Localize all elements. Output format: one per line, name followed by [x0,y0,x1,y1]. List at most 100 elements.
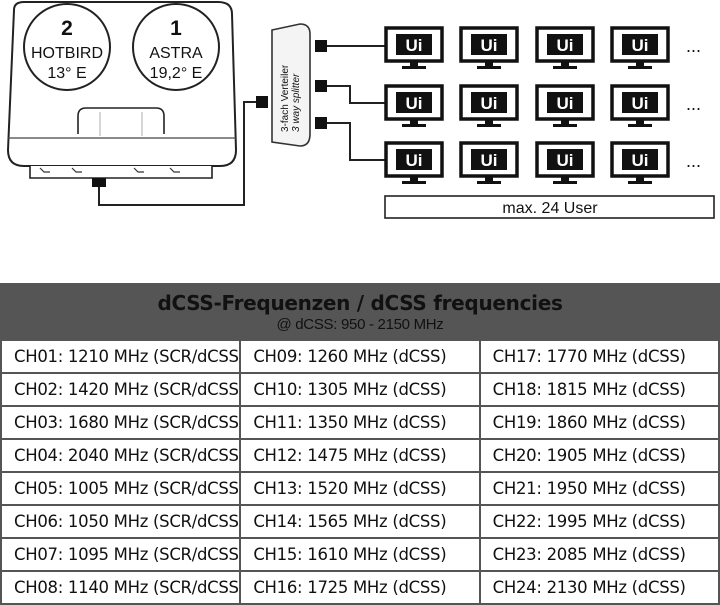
unicable-logo-text: Ui [557,36,574,55]
channel-frequency-cell: CH18: 1815 MHz (dCSS) [478,372,720,407]
channel-frequency-cell: CH19: 1860 MHz (dCSS) [478,405,720,440]
frequency-row: CH08: 1140 MHz (SCR/dCSS)CH16: 1725 MHz … [0,570,720,605]
tv-stand-neck [636,119,644,124]
unicable-logo-background [622,92,658,113]
frequency-table-header: dCSS-Frequenzen / dCSS frequencies @ dCS… [0,283,720,341]
unicable-logo-background [396,149,432,170]
channel-frequency-cell: CH10: 1305 MHz (dCSS) [239,372,481,407]
channel-frequency-cell: CH24: 2130 MHz (dCSS) [478,570,720,605]
tv-stand-base [477,181,501,184]
sat-number-astra: 1 [170,17,182,40]
tv-stand-base [628,66,652,69]
receiver-tv-icon: Ui [535,26,595,69]
unicable-logo-text: Ui [632,151,649,170]
tv-stand-neck [636,176,644,181]
receiver-tv-icon: Ui [459,26,519,69]
channel-frequency-cell: CH08: 1140 MHz (SCR/dCSS) [0,570,242,605]
tv-stand-base [477,124,501,127]
channel-frequency-cell: CH11: 1350 MHz (dCSS) [239,405,481,440]
cable-lnb-splitter [98,101,256,206]
receiver-tv-icon: Ui [610,84,670,127]
channel-frequency-cell: CH21: 1950 MHz (dCSS) [478,471,720,506]
unicable-logo-text: Ui [406,151,423,170]
channel-frequency-cell: CH16: 1725 MHz (dCSS) [239,570,481,605]
unicable-logo-background [547,34,583,55]
receiver-tv-icon: Ui [535,84,595,127]
more-receivers-indicator: ... [686,36,701,56]
splitter-label-de: 3-fach Verteiler [280,64,291,132]
unicable-logo-background [622,34,658,55]
receiver-tv-icon: Ui [459,84,519,127]
unicable-logo-background [471,149,507,170]
receiver-tv-icon: Ui [610,26,670,69]
table-subtitle: @ dCSS: 950 - 2150 MHz [276,316,444,333]
frequency-row: CH04: 2040 MHz (SCR/dCSS)CH12: 1475 MHz … [0,438,720,473]
unicable-logo-text: Ui [557,94,574,113]
more-receivers-indicator: ... [686,151,701,171]
frequency-table: dCSS-Frequenzen / dCSS frequencies @ dCS… [0,283,720,605]
splitter-device: 3-fach Verteiler 3 way splitter [271,23,327,147]
unicable-logo-text: Ui [557,151,574,170]
tv-stand-neck [636,61,644,66]
receiver-tv-icon: Ui [384,141,444,184]
cable-row-2 [327,85,386,104]
channel-frequency-cell: CH15: 1610 MHz (dCSS) [239,537,481,572]
unicable-logo-background [547,149,583,170]
unicable-logo-background [471,92,507,113]
sat-number-hotbird: 2 [61,17,73,40]
unicable-logo-text: Ui [632,94,649,113]
max-users-label: max. 24 User [502,200,598,217]
splitter-input-connector [256,96,268,108]
splitter-out-2 [315,80,327,92]
tv-stand-neck [561,61,569,66]
unicable-logo-background [396,92,432,113]
tv-stand-base [477,66,501,69]
tv-stand-neck [485,119,493,124]
receiver-tv-icon: Ui [384,84,444,127]
tv-stand-neck [485,61,493,66]
channel-frequency-cell: CH20: 1905 MHz (dCSS) [478,438,720,473]
splitter-out-1 [315,40,327,52]
tv-stand-neck [485,176,493,181]
channel-frequency-cell: CH23: 2085 MHz (dCSS) [478,537,720,572]
lnb-device: 2 HOTBIRD 13° E 1 ASTRA 19,2° E [6,1,238,187]
channel-frequency-cell: CH02: 1420 MHz (SCR/dCSS) [0,372,242,407]
installation-diagram: 2 HOTBIRD 13° E 1 ASTRA 19,2° E 3-fach V… [6,1,715,219]
channel-frequency-cell: CH14: 1565 MHz (dCSS) [239,504,481,539]
tv-stand-neck [410,176,418,181]
feed-circle-astra [132,3,220,91]
channel-frequency-cell: CH06: 1050 MHz (SCR/dCSS) [0,504,242,539]
tv-stand-base [553,66,577,69]
frequency-row: CH05: 1005 MHz (SCR/dCSS)CH13: 1520 MHz … [0,471,720,506]
channel-frequency-cell: CH04: 2040 MHz (SCR/dCSS) [0,438,242,473]
sat-position-hotbird: 13° E [47,65,86,82]
lnb-output-connector [92,178,106,187]
tv-stand-base [628,124,652,127]
tv-stand-base [553,181,577,184]
channel-frequency-cell: CH13: 1520 MHz (dCSS) [239,471,481,506]
feed-circle-hotbird [23,3,111,91]
receiver-tv-icon: Ui [535,141,595,184]
channel-frequency-cell: CH05: 1005 MHz (SCR/dCSS) [0,471,242,506]
splitter-label-en: 3 way splitter [291,73,302,132]
splitter-out-3 [315,117,327,129]
sat-name-hotbird: HOTBIRD [31,45,103,62]
unicable-logo-text: Ui [406,94,423,113]
tv-stand-base [402,124,426,127]
channel-frequency-cell: CH12: 1475 MHz (dCSS) [239,438,481,473]
unicable-logo-background [471,34,507,55]
receiver-tv-icon: Ui [384,26,444,69]
unicable-logo-background [622,149,658,170]
tv-stand-base [402,66,426,69]
channel-frequency-cell: CH09: 1260 MHz (dCSS) [239,339,481,374]
unicable-logo-text: Ui [481,151,498,170]
frequency-row: CH03: 1680 MHz (SCR/dCSS)CH11: 1350 MHz … [0,405,720,440]
tv-stand-neck [561,119,569,124]
unicable-logo-text: Ui [481,36,498,55]
max-users-box [384,195,715,219]
channel-frequency-cell: CH01: 1210 MHz (SCR/dCSS) [0,339,242,374]
tv-stand-base [553,124,577,127]
sat-position-astra: 19,2° E [150,65,203,82]
channel-frequency-cell: CH03: 1680 MHz (SCR/dCSS) [0,405,242,440]
